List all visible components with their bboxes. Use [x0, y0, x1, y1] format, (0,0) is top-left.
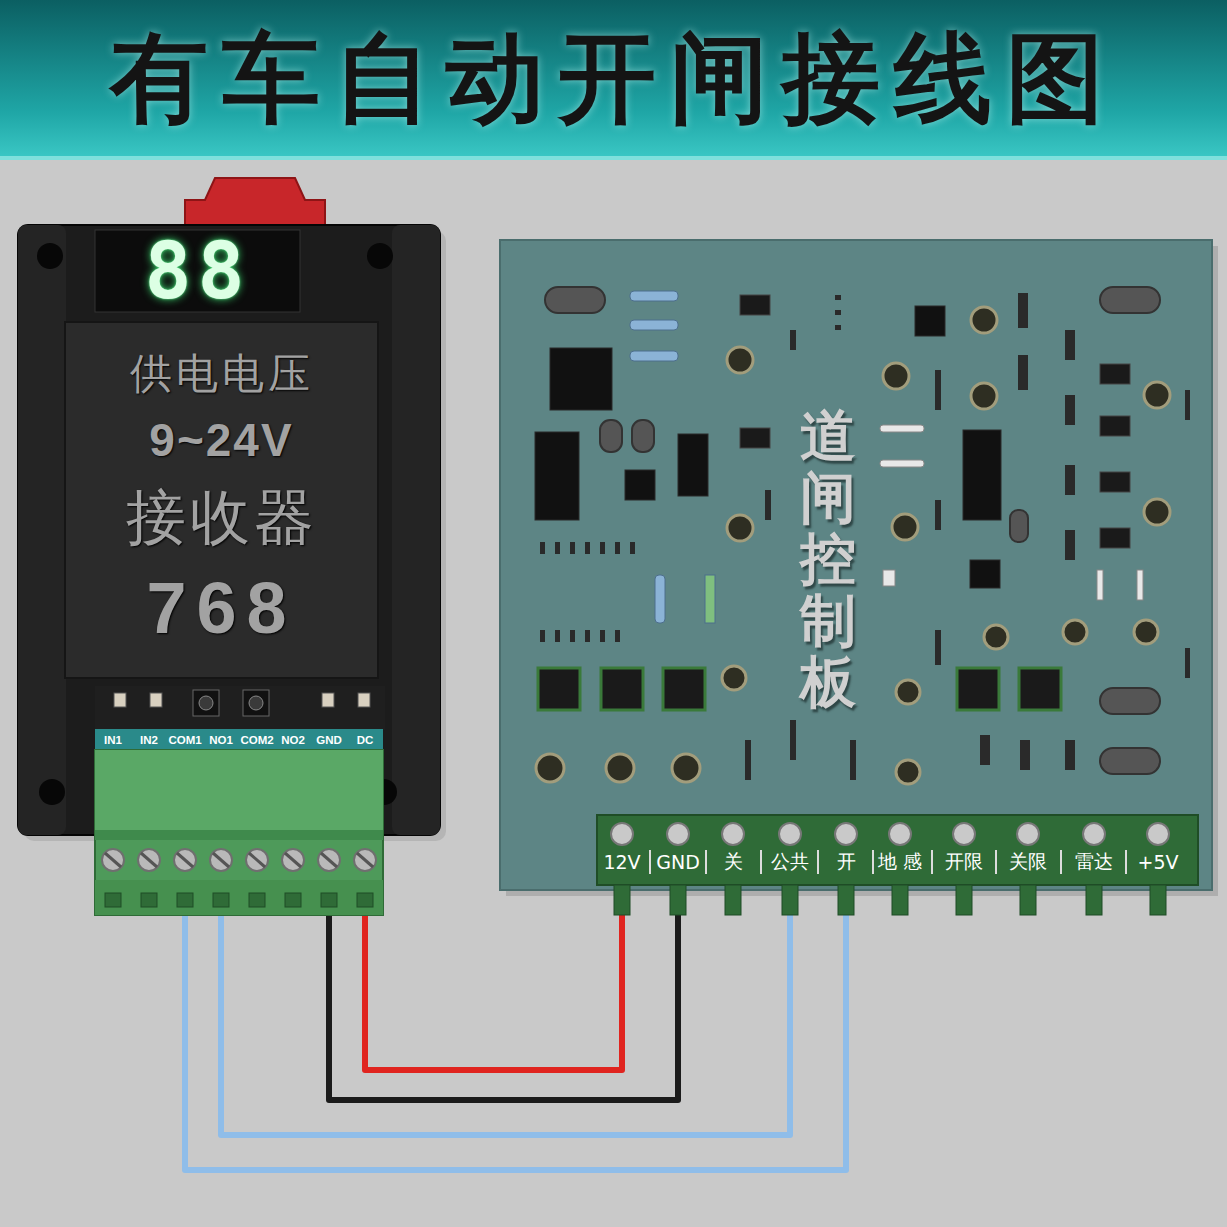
pin-name: GND [316, 734, 342, 746]
terminal-label: 开 [820, 848, 872, 876]
panel-text: 接收器 [126, 483, 318, 552]
pin-name: DC [357, 734, 374, 746]
title-bar [0, 0, 1227, 160]
terminal-label: NO1 [203, 729, 239, 750]
terminal-label: IN1 [95, 729, 131, 750]
label-wrap: 88 [95, 230, 300, 312]
terminal-label: 雷达 [1068, 848, 1120, 876]
terminal-label: 关 [707, 848, 759, 876]
pin-name: +5V [1137, 851, 1178, 873]
terminal-label: COM1 [166, 729, 204, 750]
pin-name: 雷达 [1075, 849, 1113, 875]
pin-name: 开限 [945, 849, 983, 875]
terminal-label: 12V [596, 848, 648, 876]
control-board [500, 240, 1218, 896]
pin-name: IN1 [104, 734, 122, 746]
receiver-terminal-block [95, 686, 385, 915]
terminal-label: 地 感 [874, 848, 926, 876]
title-wrap: 有车自动开闸接线图 [0, 0, 1227, 160]
title: 有车自动开闸接线图 [110, 14, 1118, 146]
terminal-label: GND [311, 729, 347, 750]
terminal-label: COM2 [238, 729, 276, 750]
board-title: 道闸控制板 [800, 405, 856, 713]
pin-name: 12V [603, 851, 640, 873]
pin-name: NO2 [281, 734, 305, 746]
panel-text: 9~24V [149, 414, 293, 467]
digit-display: 88 [145, 232, 251, 310]
terminal-label: 开限 [938, 848, 990, 876]
pin-name: 开 [837, 849, 856, 875]
control-board: 道闸控制板 12V GND 关 公共 开地 感开限关限 雷达 +5V [500, 240, 1212, 890]
pin-name: 关限 [1009, 849, 1047, 875]
terminal-label: +5V [1132, 848, 1184, 876]
title-bar-edge [0, 156, 1227, 160]
receiver-body [18, 178, 446, 841]
pin-name: COM1 [168, 734, 201, 746]
pin-name: 地 感 [878, 849, 922, 875]
board-components [535, 287, 1190, 784]
pin-name: IN2 [140, 734, 158, 746]
pin-name: 关 [724, 849, 743, 875]
terminal-label: GND [652, 848, 704, 876]
terminal-label: 公共 [764, 848, 816, 876]
terminal-label: DC [347, 729, 383, 750]
terminal-label: 关限 [1002, 848, 1054, 876]
panel-text: 供电电压 [130, 350, 314, 398]
receiver-panel: 供电电压9~24V接收器768IN1IN2COM1NO1COM2NO2GNDDC [65, 322, 378, 678]
panel-text: 768 [146, 567, 296, 650]
terminal-label: IN2 [131, 729, 167, 750]
pin-name: 公共 [771, 849, 809, 875]
board-terminal-block [597, 815, 1198, 915]
pin-name: NO1 [209, 734, 233, 746]
pin-name: COM2 [240, 734, 273, 746]
pin-name: GND [656, 851, 700, 873]
terminal-label: NO2 [275, 729, 311, 750]
